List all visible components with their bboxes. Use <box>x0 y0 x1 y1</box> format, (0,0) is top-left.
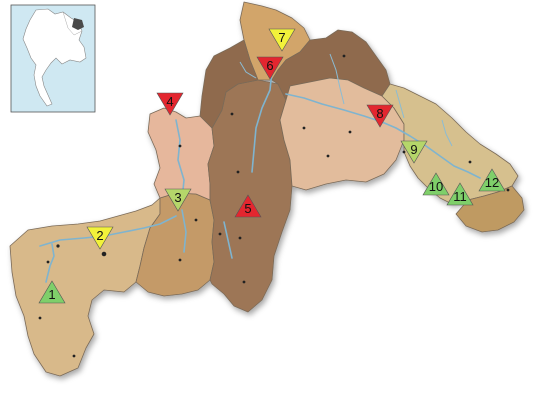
inset-map <box>10 4 96 113</box>
marker-label: 2 <box>96 228 103 243</box>
marker-triangle <box>400 140 428 164</box>
town-dot <box>468 160 472 164</box>
marker-4: 4 <box>156 92 184 116</box>
marker-7: 7 <box>268 28 296 52</box>
marker-label: 6 <box>266 58 273 73</box>
town-dot <box>238 236 242 240</box>
marker-triangle <box>366 104 394 128</box>
marker-label: 8 <box>376 106 383 121</box>
town-dot <box>38 316 42 320</box>
river-east-main <box>285 93 481 179</box>
towns <box>38 54 510 358</box>
town-dot <box>342 54 346 58</box>
marker-triangle <box>86 226 114 250</box>
inset-highlight-region <box>72 18 84 30</box>
marker-label: 5 <box>244 201 251 216</box>
town-dot <box>326 154 330 158</box>
marker-1: 1 <box>38 280 66 304</box>
town-dot <box>236 170 240 174</box>
marker-label: 7 <box>278 30 285 45</box>
town-dot <box>72 354 76 358</box>
marker-label: 10 <box>429 179 443 194</box>
marker-9: 9 <box>400 140 428 164</box>
river-central-south <box>223 221 233 259</box>
river-main-west <box>39 215 177 247</box>
marker-label: 11 <box>453 189 467 204</box>
marker-11: 11 <box>446 182 474 206</box>
town-dot <box>101 251 107 257</box>
marker-8: 8 <box>366 104 394 128</box>
marker-6: 6 <box>256 56 284 80</box>
marker-label: 3 <box>174 190 181 205</box>
town-dot <box>230 112 234 116</box>
rivers <box>39 53 481 283</box>
marker-triangle <box>234 194 262 218</box>
town-dot <box>178 144 182 148</box>
river-east-tributary-1 <box>329 53 345 105</box>
river-west-tributary <box>175 119 185 201</box>
region-north-brown <box>199 39 259 129</box>
town-dot <box>506 188 510 192</box>
river-west-central <box>181 209 187 253</box>
town-dot <box>56 244 60 248</box>
region-east-tip <box>455 185 525 233</box>
river-east-tributary-3 <box>441 119 453 147</box>
river-north-tributary <box>239 61 257 79</box>
marker-triangle <box>38 280 66 304</box>
marker-triangle <box>256 56 284 80</box>
marker-triangle <box>268 28 296 52</box>
town-dot <box>302 126 306 130</box>
river-east-tributary-2 <box>395 89 405 119</box>
town-dot <box>348 130 352 134</box>
marker-label: 9 <box>410 142 417 157</box>
town-dot <box>178 258 182 262</box>
marker-12: 12 <box>478 168 506 192</box>
town-dot <box>242 280 246 284</box>
marker-label: 1 <box>48 287 55 302</box>
marker-label: 12 <box>485 175 499 190</box>
region-north-west <box>147 107 215 201</box>
region-central-main <box>207 79 293 313</box>
marker-triangle <box>164 188 192 212</box>
marker-triangle <box>156 92 184 116</box>
inset-neighbor-border <box>62 11 83 36</box>
marker-label: 4 <box>166 94 173 109</box>
river-southwest-branch <box>45 243 55 283</box>
marker-2: 2 <box>86 226 114 250</box>
region-southwest <box>9 197 161 377</box>
town-dot <box>402 150 406 154</box>
marker-triangle <box>446 182 474 206</box>
marker-3: 3 <box>164 188 192 212</box>
town-dot <box>194 218 198 222</box>
marker-10: 10 <box>422 172 450 196</box>
town-dot <box>46 260 50 264</box>
town-dot <box>218 232 222 236</box>
marker-triangle <box>478 168 506 192</box>
marker-triangle <box>422 172 450 196</box>
province-map <box>9 1 525 377</box>
river-central-north <box>251 69 273 173</box>
marker-5: 5 <box>234 194 262 218</box>
